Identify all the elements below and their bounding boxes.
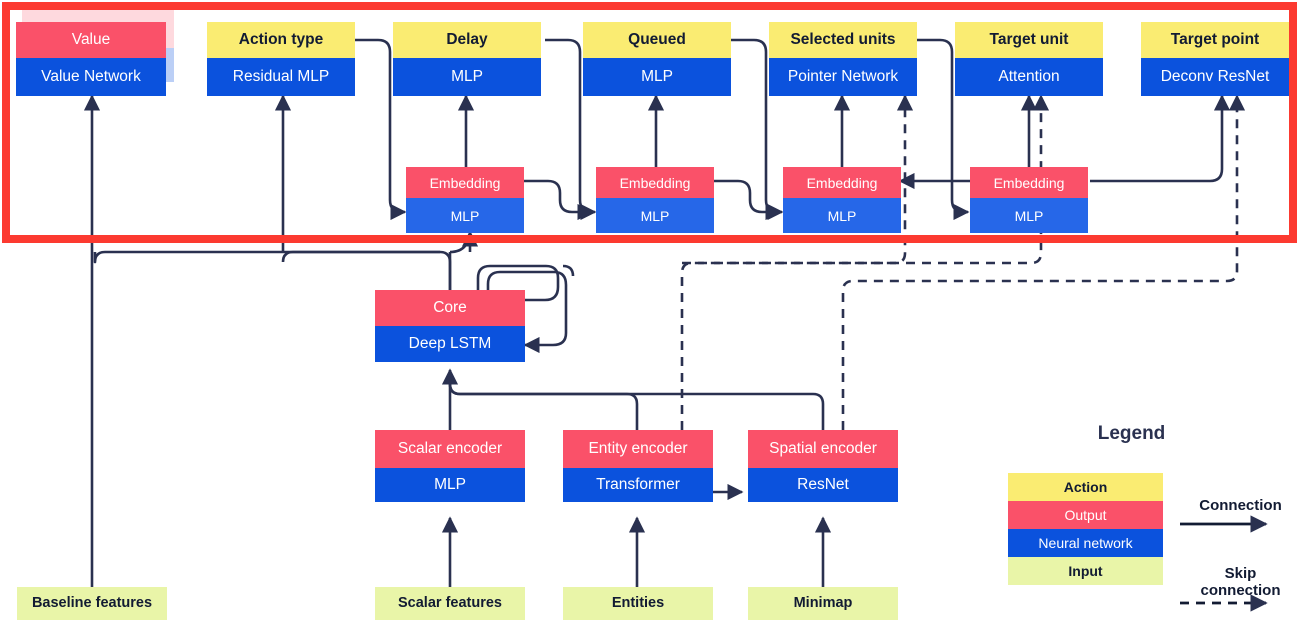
legend-skip-label: Skip connection bbox=[1178, 565, 1303, 600]
head-target-unit-action-label: Target unit bbox=[955, 22, 1103, 58]
legend-swatch-input: Input bbox=[1008, 557, 1163, 585]
legend-skip-label-line1: Skip bbox=[1224, 565, 1257, 582]
head-queued[interactable]: Queued MLP bbox=[583, 22, 731, 96]
head-selected-units-action-label: Selected units bbox=[769, 22, 917, 58]
head-target-point-network-label: Deconv ResNet bbox=[1141, 58, 1289, 96]
input-minimap[interactable]: Minimap bbox=[748, 587, 898, 620]
embedding-target-unit-output-label: Embedding bbox=[970, 167, 1088, 198]
encoder-entity-network-label: Transformer bbox=[563, 468, 713, 502]
core-block[interactable]: Core Deep LSTM bbox=[375, 290, 525, 362]
head-selected-units-network-label: Pointer Network bbox=[769, 58, 917, 96]
head-target-unit-network-label: Attention bbox=[955, 58, 1103, 96]
legend: Legend Action Output Neural network Inpu… bbox=[960, 415, 1303, 629]
head-target-point[interactable]: Target point Deconv ResNet bbox=[1141, 22, 1289, 96]
input-scalar-features[interactable]: Scalar features bbox=[375, 587, 525, 620]
legend-swatch-action: Action bbox=[1008, 473, 1163, 501]
embedding-selected-units-output-label: Embedding bbox=[783, 167, 901, 198]
input-entities[interactable]: Entities bbox=[563, 587, 713, 620]
head-selected-units[interactable]: Selected units Pointer Network bbox=[769, 22, 917, 96]
head-queued-network-label: MLP bbox=[583, 58, 731, 96]
head-action-type-network-label: Residual MLP bbox=[207, 58, 355, 96]
legend-title: Legend bbox=[1097, 423, 1166, 444]
encoder-spatial-output-label: Spatial encoder bbox=[748, 430, 898, 468]
embedding-delay-network-label: MLP bbox=[406, 198, 524, 233]
embedding-selected-units[interactable]: Embedding MLP bbox=[783, 167, 901, 233]
encoder-scalar[interactable]: Scalar encoder MLP bbox=[375, 430, 525, 502]
core-output-label: Core bbox=[375, 290, 525, 326]
encoder-scalar-network-label: MLP bbox=[375, 468, 525, 502]
legend-skip-label-line2: connection bbox=[1200, 582, 1281, 600]
embedding-delay-output-label: Embedding bbox=[406, 167, 524, 198]
embedding-target-unit[interactable]: Embedding MLP bbox=[970, 167, 1088, 233]
embedding-queued-output-label: Embedding bbox=[596, 167, 714, 198]
head-action-type-action-label: Action type bbox=[207, 22, 355, 58]
legend-swatch-output: Output bbox=[1008, 501, 1163, 529]
embedding-target-unit-network-label: MLP bbox=[970, 198, 1088, 233]
head-target-unit[interactable]: Target unit Attention bbox=[955, 22, 1103, 96]
head-queued-action-label: Queued bbox=[583, 22, 731, 58]
head-delay[interactable]: Delay MLP bbox=[393, 22, 541, 96]
embedding-queued-network-label: MLP bbox=[596, 198, 714, 233]
head-delay-network-label: MLP bbox=[393, 58, 541, 96]
head-value[interactable]: Value Value Network bbox=[16, 22, 166, 96]
encoder-entity[interactable]: Entity encoder Transformer bbox=[563, 430, 713, 502]
legend-swatch-stack: Action Output Neural network Input bbox=[1008, 473, 1163, 585]
embedding-queued[interactable]: Embedding MLP bbox=[596, 167, 714, 233]
encoder-entity-output-label: Entity encoder bbox=[563, 430, 713, 468]
head-value-action-label: Value bbox=[16, 22, 166, 58]
head-action-type[interactable]: Action type Residual MLP bbox=[207, 22, 355, 96]
legend-connection-label: Connection bbox=[1199, 497, 1282, 514]
encoder-spatial-network-label: ResNet bbox=[748, 468, 898, 502]
encoder-scalar-output-label: Scalar encoder bbox=[375, 430, 525, 468]
encoder-spatial[interactable]: Spatial encoder ResNet bbox=[748, 430, 898, 502]
head-target-point-action-label: Target point bbox=[1141, 22, 1289, 58]
head-delay-action-label: Delay bbox=[393, 22, 541, 58]
embedding-delay[interactable]: Embedding MLP bbox=[406, 167, 524, 233]
embedding-selected-units-network-label: MLP bbox=[783, 198, 901, 233]
core-network-label: Deep LSTM bbox=[375, 326, 525, 362]
head-value-network-label: Value Network bbox=[16, 58, 166, 96]
legend-swatch-neural-network: Neural network bbox=[1008, 529, 1163, 557]
input-baseline-features[interactable]: Baseline features bbox=[17, 587, 167, 620]
